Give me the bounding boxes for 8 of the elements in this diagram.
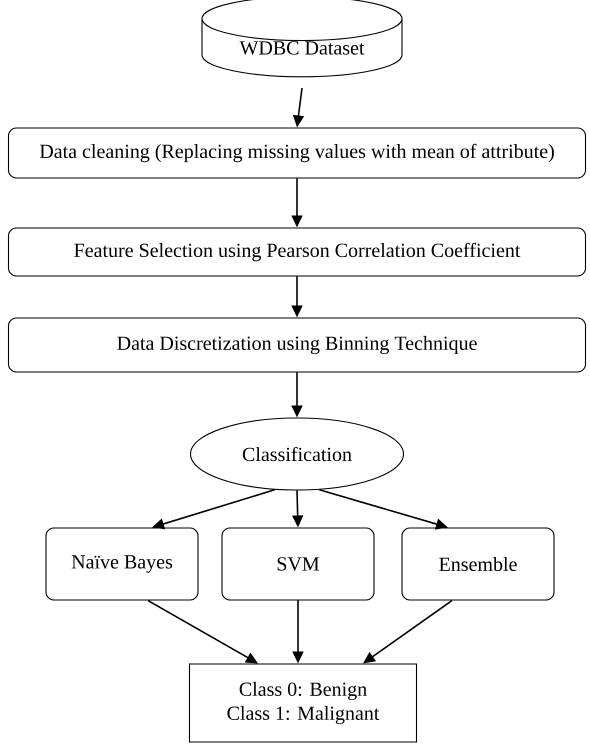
database-cylinder: WDBC Dataset <box>201 0 403 78</box>
output-box: Class 0: Benign Class 1: Malignant <box>188 663 418 743</box>
classifier-box: Naïve Bayes <box>45 527 199 601</box>
process-box: Data cleaning (Replacing missing values with mean of attribute) <box>8 127 586 179</box>
classifier-box: Ensemble <box>401 527 555 601</box>
classifier-box: SVM <box>221 527 375 601</box>
process-box: Feature Selection using Pearson Correlation Coefficient <box>8 227 586 277</box>
process-box: Data Discretization using Binning Technique <box>8 317 586 373</box>
